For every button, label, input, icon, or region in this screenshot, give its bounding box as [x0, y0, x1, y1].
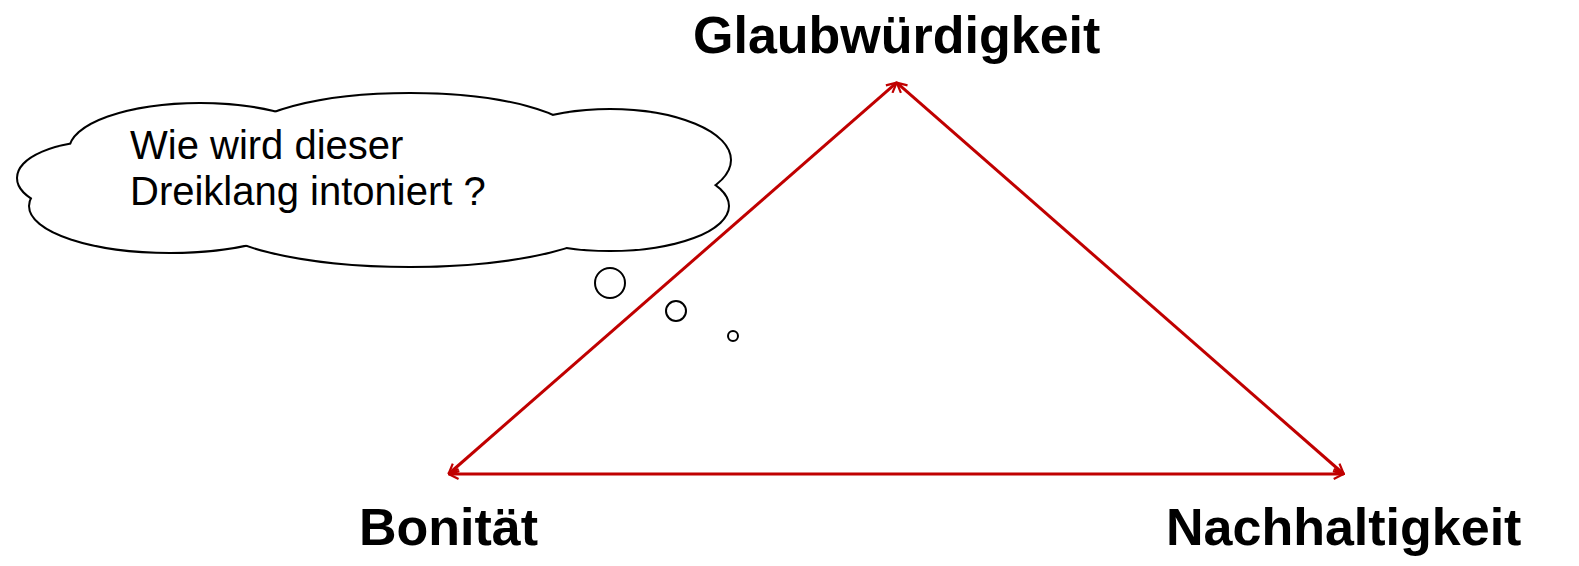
term-label: Glaubwürdigkeit — [693, 8, 1100, 63]
concept-term: Glaubwürdigkeit — [693, 8, 1100, 63]
double-arrow — [897, 83, 1344, 474]
term-label: Nachhaltigkeit — [1166, 500, 1521, 555]
thought-bubble — [666, 301, 686, 321]
double-arrow — [449, 473, 1344, 476]
thought-bubble — [595, 268, 625, 298]
thought-cloud: Wie wird dieser Dreiklang intoniert ? — [10, 88, 742, 274]
thought-bubble — [728, 331, 738, 341]
term-label: Bonität — [359, 500, 538, 555]
thought-text: Wie wird dieser Dreiklang intoniert ? — [130, 122, 580, 214]
concept-term: Bonität — [359, 500, 538, 555]
concept-term: Nachhaltigkeit — [1166, 500, 1521, 555]
